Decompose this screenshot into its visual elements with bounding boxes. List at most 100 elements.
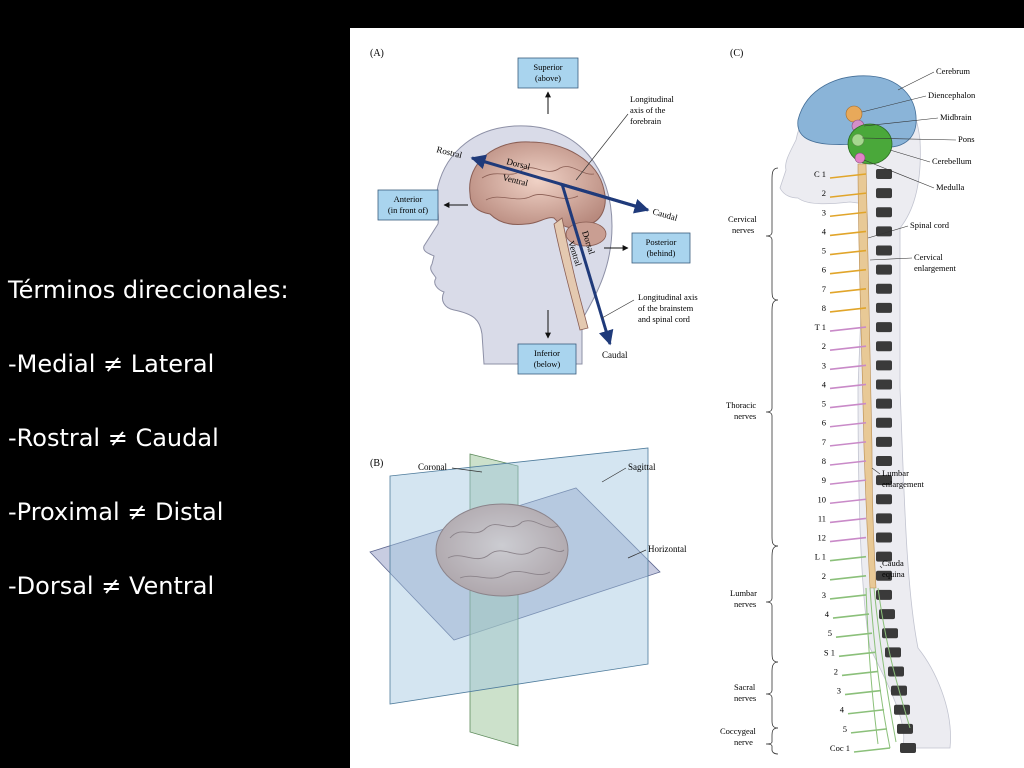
inferior-label: Inferior (534, 348, 560, 358)
forebrain-axis-label-1: Longitudinal (630, 94, 675, 104)
brainstem-axis-leader (601, 299, 635, 319)
midbrain-label: Midbrain (940, 112, 972, 122)
brainstem-axis-label-2: of the brainstem (638, 303, 694, 313)
segment-label: 5 (828, 628, 832, 638)
term-rostral-caudal: -Rostral ≠ Caudal (8, 424, 219, 452)
brainstem-axis-label-1: Longitudinal axis (638, 292, 698, 302)
brain-b (435, 503, 569, 597)
posterior-label: Posterior (646, 237, 677, 247)
thoracic-nerves-label-2: nerves (734, 411, 756, 421)
coronal-label: Coronal (418, 462, 447, 472)
panel-b: (B) Coronal Sagittal Horizontal (369, 447, 687, 747)
coronal-leader (451, 467, 483, 473)
spinal-nerve (829, 536, 867, 543)
spinal-nerve (835, 632, 873, 638)
thoracic-nerves-label-1: Thoracic (726, 400, 756, 410)
segment-label: 5 (843, 724, 847, 734)
inferior-sublabel: (below) (534, 359, 561, 369)
vertebra (876, 322, 892, 333)
cerebellum-label: Cerebellum (932, 156, 972, 166)
diencephalon (845, 105, 863, 123)
vertebra (876, 341, 892, 352)
vertebra (897, 723, 913, 734)
sagittal-plane (389, 447, 649, 705)
panel-a: (A) Superior (above) Anterior (in front … (370, 48, 698, 375)
diencephalon-label: Diencephalon (928, 90, 976, 100)
spinal-nerve (829, 402, 867, 409)
vertebra (876, 264, 892, 275)
spinal-nerve (829, 594, 867, 600)
vertebral-column (876, 169, 916, 753)
vertebra (876, 360, 892, 371)
segment-label: 4 (840, 705, 845, 715)
vertebra (876, 169, 892, 179)
panel-b-letter: (B) (370, 458, 383, 469)
vertebra (885, 647, 901, 658)
segment-label: 5 (822, 246, 826, 256)
lumbar-bracket (765, 545, 779, 663)
term-dorsal-ventral: -Dorsal ≠ Ventral (8, 572, 215, 600)
spinal-nerve (829, 268, 867, 275)
segment-label: S 1 (824, 647, 835, 657)
cervical-enlargement-label-1: Cervical (914, 252, 943, 262)
vertebra (876, 283, 892, 294)
term-medial-lateral: -Medial ≠ Lateral (8, 350, 215, 378)
spinal-nerve (829, 441, 867, 447)
segment-label: 4 (822, 226, 827, 236)
segment-label: 6 (822, 418, 826, 428)
caudal-lower-label: Caudal (602, 350, 628, 360)
vertebra (876, 551, 892, 562)
vertebra (876, 456, 892, 466)
forebrain-axis-caudal-arrow (559, 182, 650, 214)
spinal-nerve (829, 421, 867, 428)
spinal-nerve (829, 383, 867, 390)
anterior-box: Anterior (in front of) (377, 189, 439, 221)
spinal-nerve (829, 498, 867, 505)
cervical-nerves-label-2: nerves (732, 225, 754, 235)
spinal-nerve (844, 689, 882, 696)
segment-label: 5 (822, 399, 826, 409)
anterior-sublabel: (in front of) (388, 205, 428, 215)
lumbar-nerves-label-1: Lumbar (730, 588, 757, 598)
spinal-cord-label: Spinal cord (910, 220, 950, 230)
vertebra (876, 513, 892, 524)
directional-terms: Términos direccionales: -Medial ≠ Latera… (8, 272, 348, 605)
thoracic-bracket (765, 299, 779, 547)
brainstem-axis-label-3: and spinal cord (638, 314, 691, 324)
vertebra (876, 532, 892, 543)
vertebra (876, 494, 892, 505)
brain-b-gyri (447, 520, 565, 579)
sagittal-label: Sagittal (628, 462, 656, 472)
vertebra (894, 704, 910, 715)
spinal-nerve (829, 517, 867, 524)
vertebra (876, 207, 892, 218)
spinal-nerves (829, 173, 891, 753)
vertebra (876, 226, 892, 237)
segment-label: 7 (822, 437, 826, 447)
vertebra (876, 245, 892, 256)
spinal-nerve (829, 364, 867, 371)
vertebra (876, 436, 892, 447)
spinal-nerve (847, 708, 885, 715)
vertebra (900, 743, 916, 753)
segment-label: 3 (822, 590, 826, 600)
segment-label: 8 (822, 303, 826, 313)
spinal-nerve (829, 288, 867, 294)
horizontal-label: Horizontal (648, 544, 687, 554)
segment-label: 6 (822, 265, 826, 275)
segment-label: 2 (822, 571, 826, 581)
pons (851, 133, 865, 147)
horizontal-leader (627, 549, 647, 559)
forebrain-axis-label-2: axis of the (630, 105, 666, 115)
posterior-box: Posterior (behind) (631, 232, 691, 264)
segment-label: Coc 1 (830, 743, 850, 753)
forebrain-axis-label-3: forebrain (630, 116, 662, 126)
vertebra (876, 188, 892, 199)
spinal-nerve (829, 211, 867, 218)
vertebra (876, 302, 892, 313)
spinal-nerve (829, 460, 867, 466)
caudal-upper-label: Caudal (651, 206, 679, 223)
brainstem-axis-arrow (560, 183, 614, 346)
segment-label: L 1 (815, 552, 826, 562)
